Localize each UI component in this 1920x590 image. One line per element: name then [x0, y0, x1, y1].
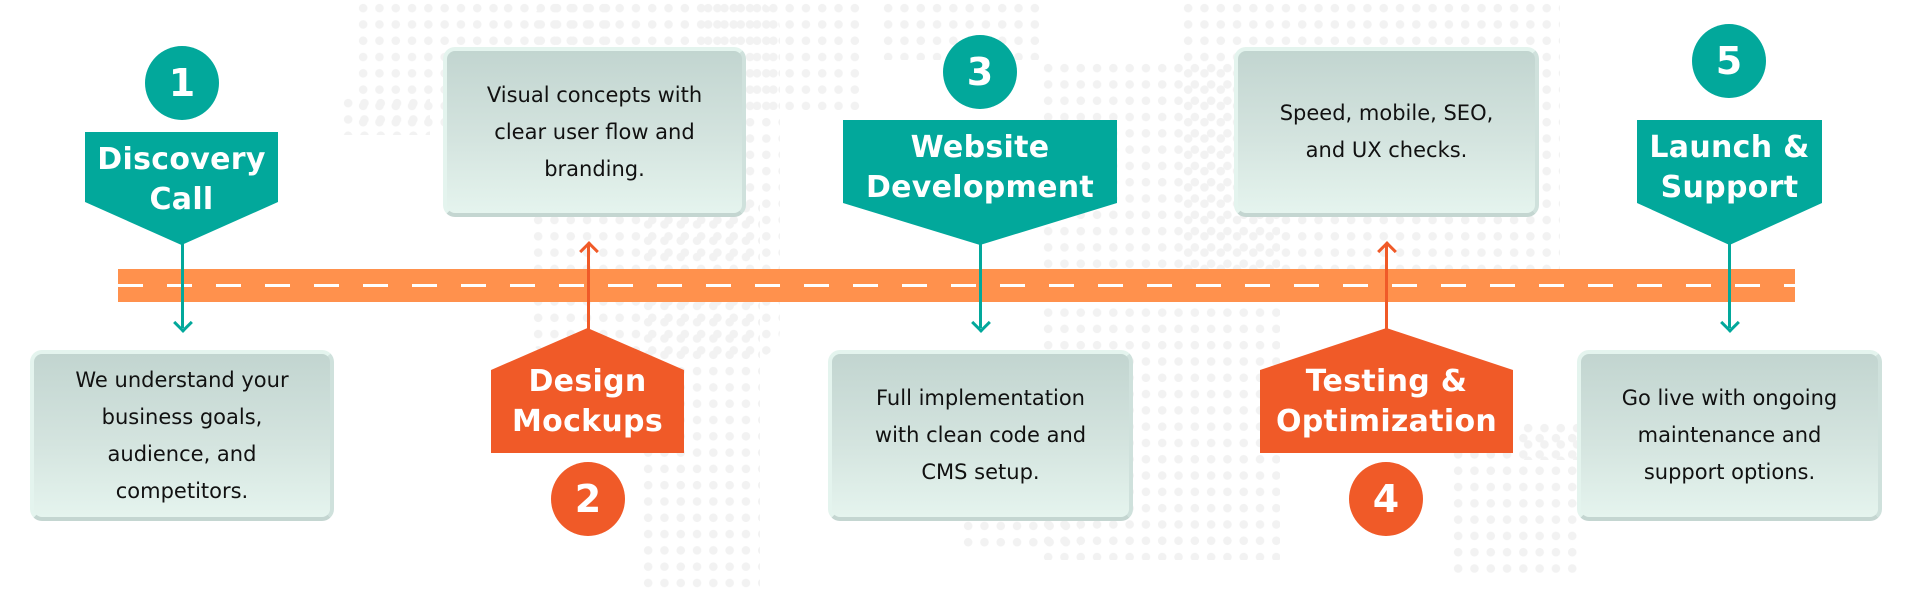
- step-title-line2: Optimization: [1275, 404, 1498, 439]
- connector-line: [181, 244, 184, 328]
- step-title-tag: Testing & Optimization: [1260, 328, 1513, 453]
- step-description: Full implementation with clean code and …: [874, 386, 1087, 484]
- step-description: We understand your business goals, audie…: [75, 367, 289, 503]
- step-title-tag: Website Development: [843, 120, 1117, 245]
- connector-line: [587, 244, 590, 330]
- arrow-down-icon: [970, 313, 991, 333]
- step-title-line1: Launch &: [1649, 130, 1810, 165]
- step-description-card: Speed, mobile, SEO, and UX checks.: [1234, 47, 1539, 217]
- step-title-line1: Testing &: [1305, 364, 1468, 399]
- step-title-tag: Design Mockups: [491, 328, 684, 453]
- step-title-line2: Development: [865, 170, 1095, 205]
- step-title-line2: Call: [149, 182, 214, 217]
- step-title-line2: Mockups: [512, 404, 663, 439]
- step-number-badge: 5: [1692, 24, 1766, 98]
- connector-line: [979, 244, 982, 328]
- step-description: Go live with ongoing maintenance and sup…: [1621, 386, 1838, 484]
- step-description-card: We understand your business goals, audie…: [30, 350, 334, 521]
- step-description: Visual concepts with clear user flow and…: [486, 82, 703, 181]
- step-title-tag: Launch & Support: [1637, 120, 1822, 245]
- step-title-line2: Support: [1660, 170, 1799, 205]
- arrow-down-icon: [172, 313, 193, 333]
- step-title-line1: Discovery: [97, 142, 266, 177]
- connector-line: [1728, 244, 1731, 328]
- step-description-card: Visual concepts with clear user flow and…: [443, 47, 746, 217]
- road-lane-dashes: [118, 284, 1795, 287]
- step-title-line1: Design: [528, 364, 647, 399]
- arrow-down-icon: [1719, 313, 1740, 333]
- step-description-card: Go live with ongoing maintenance and sup…: [1577, 350, 1882, 521]
- step-title-tag: Discovery Call: [85, 132, 278, 245]
- step-title-line1: Website: [910, 130, 1050, 165]
- step-number-badge: 4: [1349, 462, 1423, 536]
- step-number-badge: 2: [551, 462, 625, 536]
- step-description: Speed, mobile, SEO, and UX checks.: [1279, 101, 1494, 162]
- step-number-badge: 3: [943, 35, 1017, 109]
- connector-line: [1385, 244, 1388, 330]
- step-number-badge: 1: [145, 46, 219, 120]
- timeline-road: [118, 269, 1795, 302]
- step-description-card: Full implementation with clean code and …: [828, 350, 1133, 521]
